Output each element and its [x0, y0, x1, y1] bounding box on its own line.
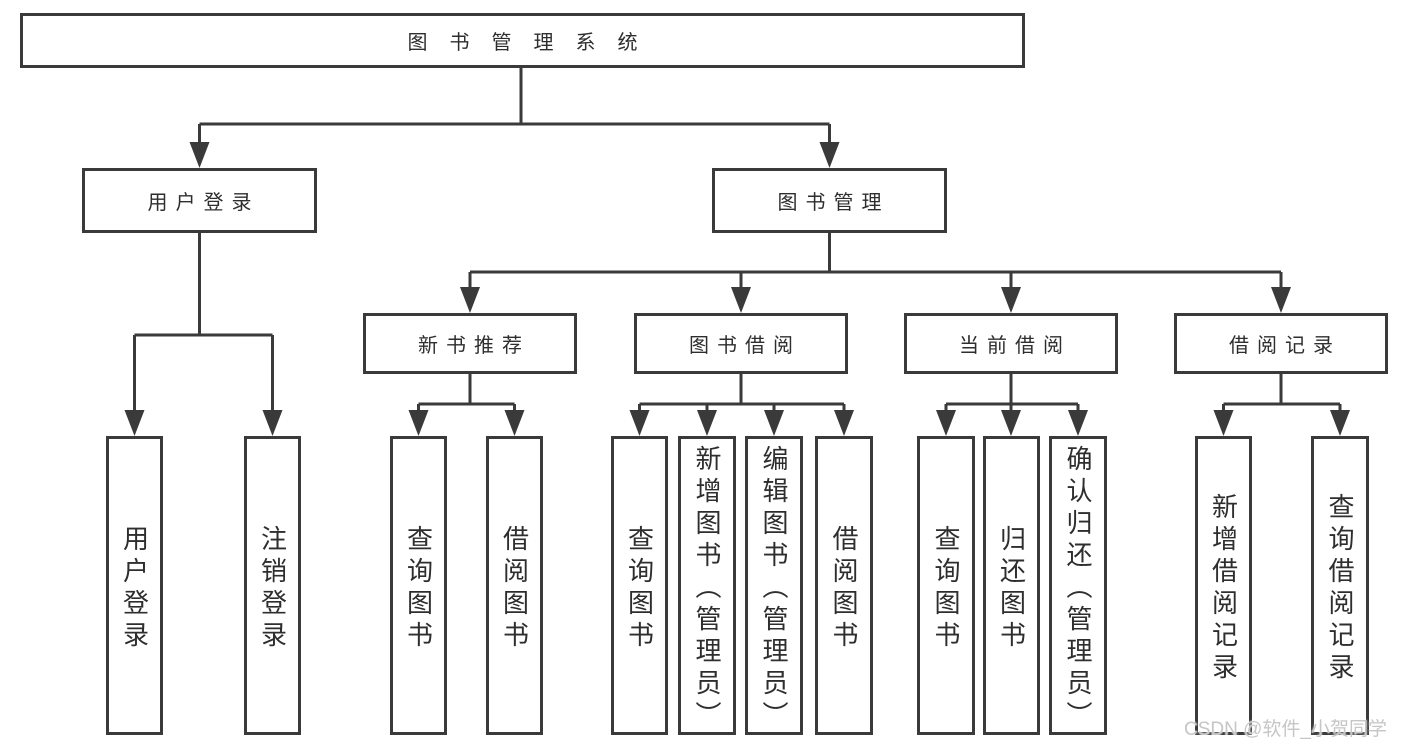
leaf-label: 归还图书	[996, 524, 1027, 653]
leaf-label: 借阅图书	[829, 524, 859, 653]
arrow-icon	[1001, 287, 1021, 313]
leaf-add-books-admin: 新增图书（管理员）	[678, 436, 736, 735]
node-current-borrow: 当前借阅	[904, 313, 1118, 374]
leaf-label: 查询图书	[931, 524, 961, 653]
leaf-label: 查询图书	[624, 524, 655, 653]
arrow-icon	[731, 287, 751, 313]
arrow-icon	[460, 287, 480, 313]
arrow-icon	[1001, 410, 1021, 436]
node-user-login: 用户登录	[82, 168, 317, 233]
leaf-query-books-borrow: 查询图书	[611, 436, 668, 735]
node-book-borrow: 图书借阅	[634, 313, 848, 374]
leaf-label: 查询图书	[403, 524, 434, 653]
leaf-query-books-recommend: 查询图书	[390, 436, 447, 735]
leaf-label: 注销登录	[257, 524, 288, 653]
watermark-text: CSDN @软件_小贺同学	[1184, 719, 1387, 740]
node-book-management-system: 图书管理系统	[20, 13, 1025, 68]
leaf-edit-books-admin: 编辑图书（管理员）	[745, 436, 803, 735]
leaf-label: 新增图书（管理员）	[692, 444, 722, 733]
leaf-query-borrow-record: 查询借阅记录	[1311, 436, 1369, 735]
arrow-icon	[1271, 287, 1291, 313]
node-book-management: 图书管理	[712, 168, 947, 233]
node-borrow-records: 借阅记录	[1174, 313, 1388, 374]
leaf-query-books-current: 查询图书	[917, 436, 975, 735]
arrow-icon	[1330, 410, 1350, 436]
leaf-user-login: 用户登录	[106, 436, 163, 735]
leaf-label: 编辑图书（管理员）	[759, 444, 789, 733]
leaf-label: 新增借阅记录	[1208, 492, 1239, 685]
arrow-icon	[408, 410, 429, 436]
arrow-icon	[764, 410, 784, 436]
node-new-book-recommend: 新书推荐	[363, 313, 577, 374]
arrow-icon	[124, 410, 145, 436]
leaf-label: 查询借阅记录	[1325, 492, 1355, 685]
arrow-icon	[504, 410, 525, 436]
arrow-icon	[834, 410, 854, 436]
leaf-label: 用户登录	[119, 524, 150, 653]
arrowheads	[124, 142, 1350, 436]
leaf-add-borrow-record: 新增借阅记录	[1195, 436, 1252, 735]
leaf-label: 借阅图书	[499, 524, 530, 653]
arrow-icon	[262, 410, 283, 436]
leaf-borrow-books-borrow: 借阅图书	[815, 436, 873, 735]
leaf-return-books: 归还图书	[983, 436, 1040, 735]
arrow-icon	[1213, 410, 1234, 436]
arrow-icon	[629, 410, 650, 436]
leaf-logout: 注销登录	[244, 436, 301, 735]
arrow-icon	[819, 142, 840, 168]
arrow-icon	[1068, 410, 1088, 436]
leaf-borrow-books-recommend: 借阅图书	[486, 436, 543, 735]
arrow-icon	[189, 142, 210, 168]
arrow-icon	[936, 410, 956, 436]
leaf-confirm-return-admin: 确认归还（管理员）	[1049, 436, 1107, 735]
leaf-label: 确认归还（管理员）	[1063, 444, 1093, 733]
arrow-icon	[697, 410, 717, 436]
